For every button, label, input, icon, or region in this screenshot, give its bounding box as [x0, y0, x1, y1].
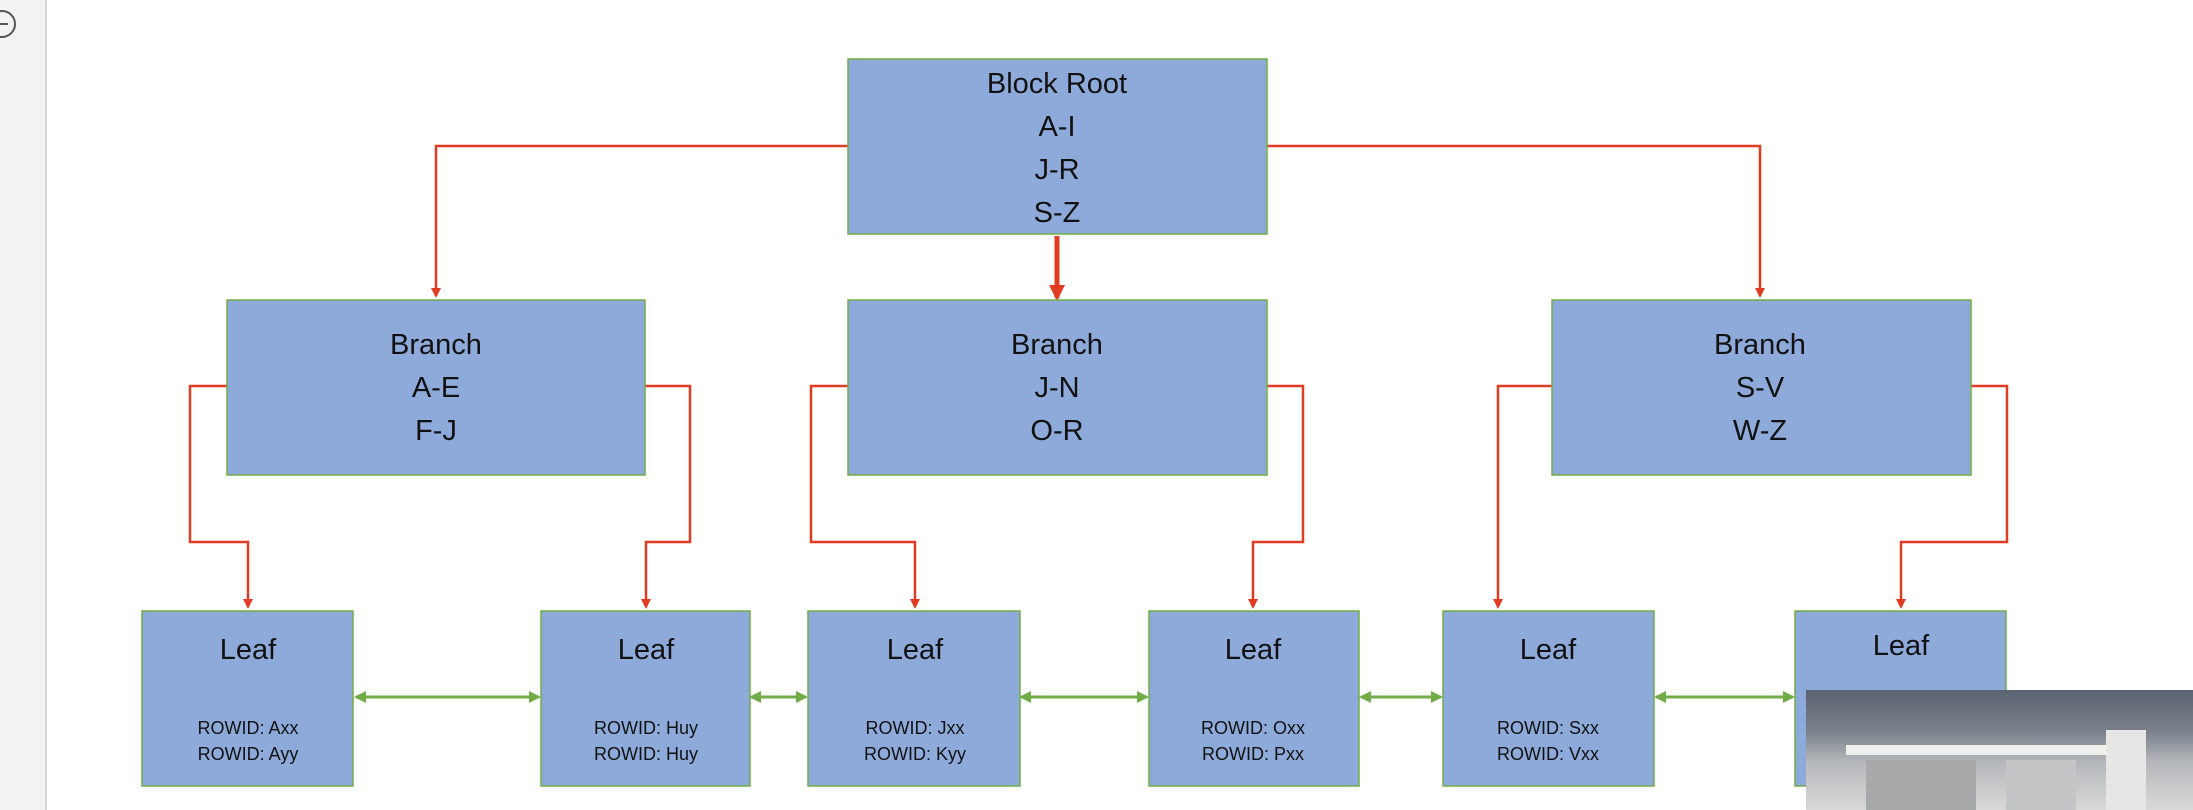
branch-3-to-leaf-6-connector	[1896, 384, 2009, 609]
branch-2-line-2: J-N	[1034, 372, 1079, 404]
leaf-node-1: Leaf ROWID: Axx ROWID: Ayy	[141, 610, 354, 787]
root-to-branch-3-connector	[1267, 144, 1765, 298]
leaf-5-rowid-1: ROWID: Sxx	[1497, 718, 1599, 738]
leaf-4-rowid-1: ROWID: Oxx	[1201, 718, 1305, 738]
branch-3-line-1: Branch	[1714, 329, 1806, 361]
branch-1-to-leaf-2-connector	[641, 384, 692, 609]
leaf-2-rowid-1: ROWID: Huy	[594, 718, 698, 738]
leaf-2-rowid-2: ROWID: Huy	[594, 744, 698, 764]
webcam-video-overlay	[1806, 690, 2193, 810]
branch-2-to-leaf-4-connector	[1248, 384, 1305, 609]
branch-1-line-2: A-E	[412, 372, 460, 404]
leaf-node-3: Leaf ROWID: Jxx ROWID: Kyy	[807, 610, 1021, 787]
branch-node-3: Branch S-V W-Z	[1551, 299, 1972, 476]
branch-1-line-3: F-J	[415, 415, 457, 447]
leaf-node-4: Leaf ROWID: Oxx ROWID: Pxx	[1148, 610, 1360, 787]
leaf-1-title: Leaf	[220, 634, 277, 666]
leaf-1-rowid-2: ROWID: Ayy	[198, 744, 299, 764]
leaf-4-title: Leaf	[1225, 634, 1282, 666]
branch-node-2: Branch J-N O-R	[847, 299, 1268, 476]
root-line-4: S-Z	[1034, 197, 1081, 229]
branch-1-line-1: Branch	[390, 329, 482, 361]
branch-2-to-leaf-3-connector	[809, 384, 920, 609]
leaf-5-title: Leaf	[1520, 634, 1577, 666]
branch-2-line-1: Branch	[1011, 329, 1103, 361]
branch-3-line-3: W-Z	[1733, 415, 1787, 447]
root-line-3: J-R	[1034, 154, 1079, 186]
branch-1-to-leaf-1-connector	[188, 384, 253, 609]
root-line-1: Block Root	[987, 68, 1127, 100]
leaf-6-title: Leaf	[1873, 630, 1930, 662]
branch-node-1: Branch A-E F-J	[226, 299, 646, 476]
leaf-3-rowid-1: ROWID: Jxx	[866, 718, 965, 738]
leaf-5-rowid-2: ROWID: Vxx	[1497, 744, 1599, 764]
root-to-branch-1-connector	[431, 144, 848, 298]
leaf-1-rowid-1: ROWID: Axx	[197, 718, 298, 738]
leaf-node-5: Leaf ROWID: Sxx ROWID: Vxx	[1442, 610, 1655, 787]
leaf-4-rowid-2: ROWID: Pxx	[1202, 744, 1304, 764]
root-node: Block Root A-I J-R S-Z	[847, 58, 1268, 235]
leaf-3-title: Leaf	[887, 634, 944, 666]
left-side-panel	[0, 0, 47, 810]
branch-2-line-3: O-R	[1030, 415, 1083, 447]
root-line-2: A-I	[1038, 111, 1075, 143]
branch-3-to-leaf-5-connector	[1493, 384, 1552, 609]
branch-3-line-2: S-V	[1736, 372, 1785, 404]
leaf-node-2: Leaf ROWID: Huy ROWID: Huy	[540, 610, 751, 787]
leaf-3-rowid-2: ROWID: Kyy	[864, 744, 966, 764]
leaf-2-title: Leaf	[618, 634, 675, 666]
